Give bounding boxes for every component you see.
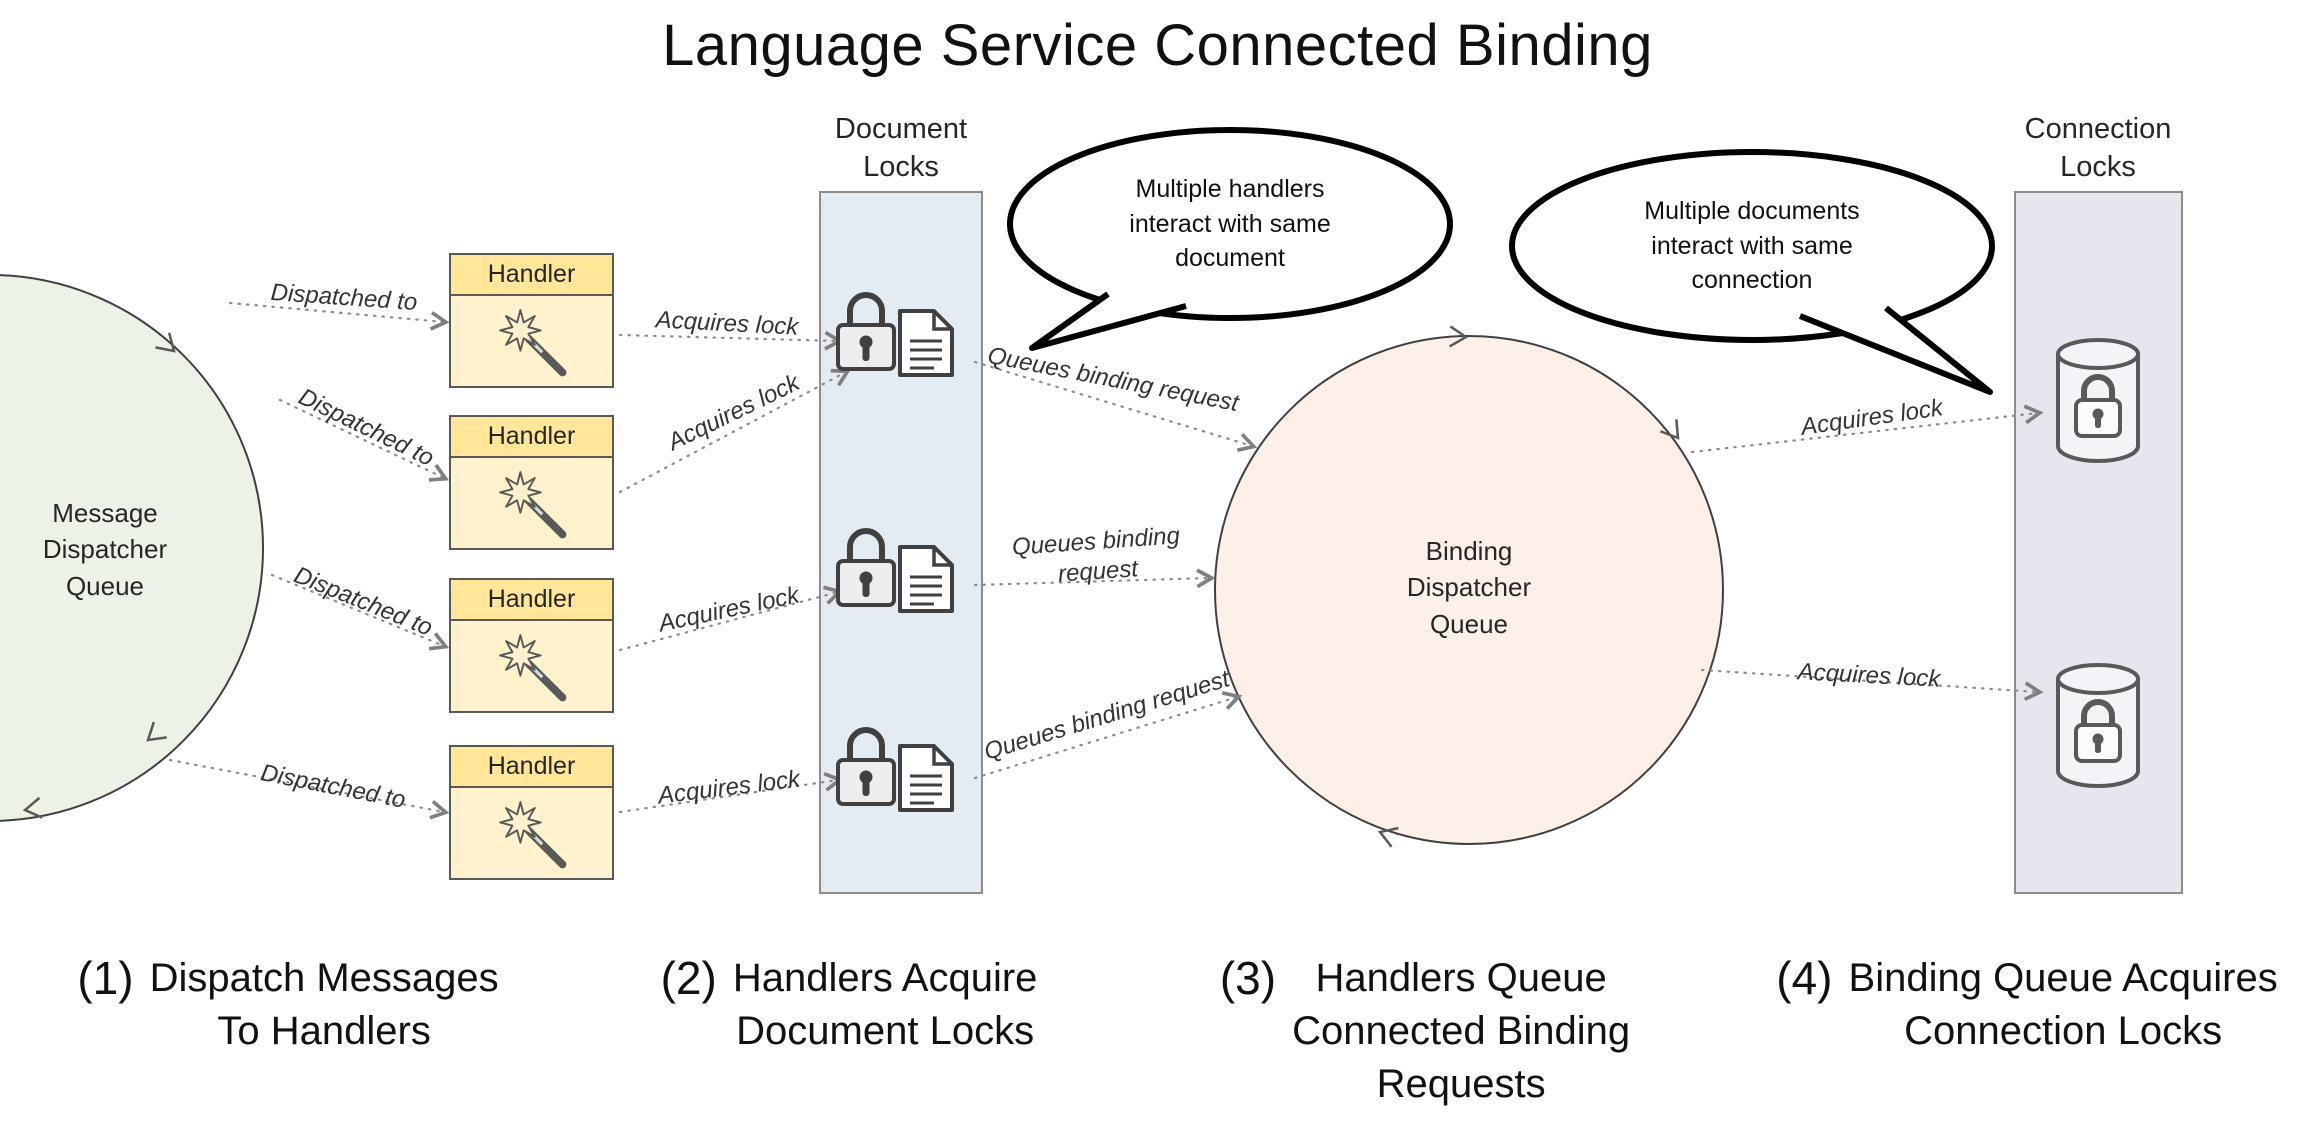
caption-3: (3) Handlers Queue Connected Binding Req… bbox=[1185, 952, 1665, 1111]
message-queue-line3: Queue bbox=[65, 570, 145, 601]
handler-1-label: Handler bbox=[487, 260, 576, 288]
rotation-chevron-icon bbox=[1449, 325, 1469, 348]
message-queue-line2: Dispatcher bbox=[42, 534, 168, 565]
caption-3-line3: Requests bbox=[1376, 1062, 1546, 1106]
caption-4-line2: Connection Locks bbox=[1904, 1009, 2223, 1053]
rotation-chevron-icon bbox=[1659, 419, 1680, 440]
caption-2-number: (2) bbox=[660, 952, 717, 1004]
binding-queue-line1: Binding bbox=[1425, 536, 1513, 566]
rotation-chevron-icon bbox=[146, 721, 167, 742]
message-queue-line1: Message bbox=[52, 498, 158, 528]
caption-1-number: (1) bbox=[77, 952, 134, 1004]
speech-bubble-1-text: Multiple handlers interact with same doc… bbox=[1129, 175, 1331, 272]
handler-box-2 bbox=[449, 415, 614, 550]
binding-queue-line2: Dispatcher bbox=[1406, 572, 1532, 603]
arrow-dispatched-to-3 bbox=[270, 573, 444, 646]
caption-4: (4) Binding Queue Acquires Connection Lo… bbox=[1747, 952, 2307, 1058]
arrow-acquires-lock-1 bbox=[618, 335, 838, 341]
caption-4-text: Binding Queue Acquires Connection Locks bbox=[1849, 952, 2278, 1058]
binding-queue-line3: Queue bbox=[1429, 608, 1509, 639]
handler-4-label: Handler bbox=[487, 752, 576, 780]
connection-lock-icon-1 bbox=[2058, 340, 2138, 461]
caption-2-line2: Document Locks bbox=[736, 1009, 1035, 1053]
caption-3-line2: Connected Binding bbox=[1292, 1009, 1631, 1053]
handler-box-1 bbox=[449, 253, 614, 388]
caption-3-line1: Handlers Queue bbox=[1315, 956, 1607, 1000]
arrow-acquires-lock-6 bbox=[1700, 668, 2038, 692]
speech-bubble-2 bbox=[1509, 149, 1995, 395]
arrow-queues-binding-request-1 bbox=[973, 360, 1252, 446]
caption-3-number: (3) bbox=[1219, 952, 1277, 1004]
caption-2: (2) Handlers Acquire Document Locks bbox=[609, 952, 1089, 1058]
caption-1: (1) Dispatch Messages To Handlers bbox=[48, 952, 528, 1058]
caption-4-line1: Binding Queue Acquires bbox=[1848, 956, 2278, 1000]
arrow-dispatched-to-1 bbox=[228, 301, 444, 322]
connection-locks-label-line2: Locks bbox=[2060, 151, 2136, 184]
document-locks-label-line1: Document bbox=[834, 113, 968, 145]
caption-1-text: Dispatch Messages To Handlers bbox=[150, 952, 499, 1058]
connection-locks-label: Connection Locks bbox=[1988, 110, 2208, 187]
arrow-acquires-lock-3 bbox=[618, 592, 838, 652]
arrow-queues-binding-request-2 bbox=[973, 578, 1210, 585]
document-locks-label-line2: Locks bbox=[863, 151, 939, 184]
caption-3-text: Handlers Queue Connected Binding Request… bbox=[1292, 952, 1630, 1111]
speech-bubble-1 bbox=[1007, 127, 1453, 351]
caption-1-line1: Dispatch Messages bbox=[149, 956, 499, 1000]
connection-locks-label-line1: Connection bbox=[2024, 113, 2172, 145]
arrow-queues-binding-request-3 bbox=[973, 697, 1237, 780]
binding-dispatcher-queue-label: Binding Dispatcher Queue bbox=[1369, 533, 1569, 642]
rotation-chevron-icon bbox=[1377, 826, 1399, 848]
document-locks-label: Document Locks bbox=[791, 110, 1011, 187]
caption-2-text: Handlers Acquire Document Locks bbox=[733, 952, 1038, 1058]
message-dispatcher-queue-label: Message Dispatcher Queue bbox=[5, 495, 205, 604]
caption-1-line2: To Handlers bbox=[217, 1009, 431, 1053]
connection-lock-icon-2 bbox=[2058, 665, 2138, 786]
message-dispatcher-queue-circle bbox=[0, 274, 264, 822]
arrow-acquires-lock-5 bbox=[1690, 413, 2038, 454]
caption-2-line1: Handlers Acquire bbox=[732, 956, 1038, 1000]
rotation-chevron-icon bbox=[155, 332, 176, 353]
handler-box-3 bbox=[449, 578, 614, 713]
rotation-chevron-icon bbox=[22, 796, 43, 819]
speech-bubble-2-text: Multiple documents interact with same co… bbox=[1644, 197, 1860, 294]
handler-2-label: Handler bbox=[487, 422, 576, 450]
arrow-acquires-lock-4 bbox=[618, 780, 838, 814]
page-title: Language Service Connected Binding bbox=[662, 13, 1653, 78]
handler-3-label: Handler bbox=[487, 585, 576, 613]
binding-dispatcher-queue-circle bbox=[1214, 335, 1724, 845]
caption-4-number: (4) bbox=[1776, 952, 1833, 1004]
handler-box-4 bbox=[449, 745, 614, 880]
arrow-acquires-lock-2 bbox=[618, 372, 846, 494]
